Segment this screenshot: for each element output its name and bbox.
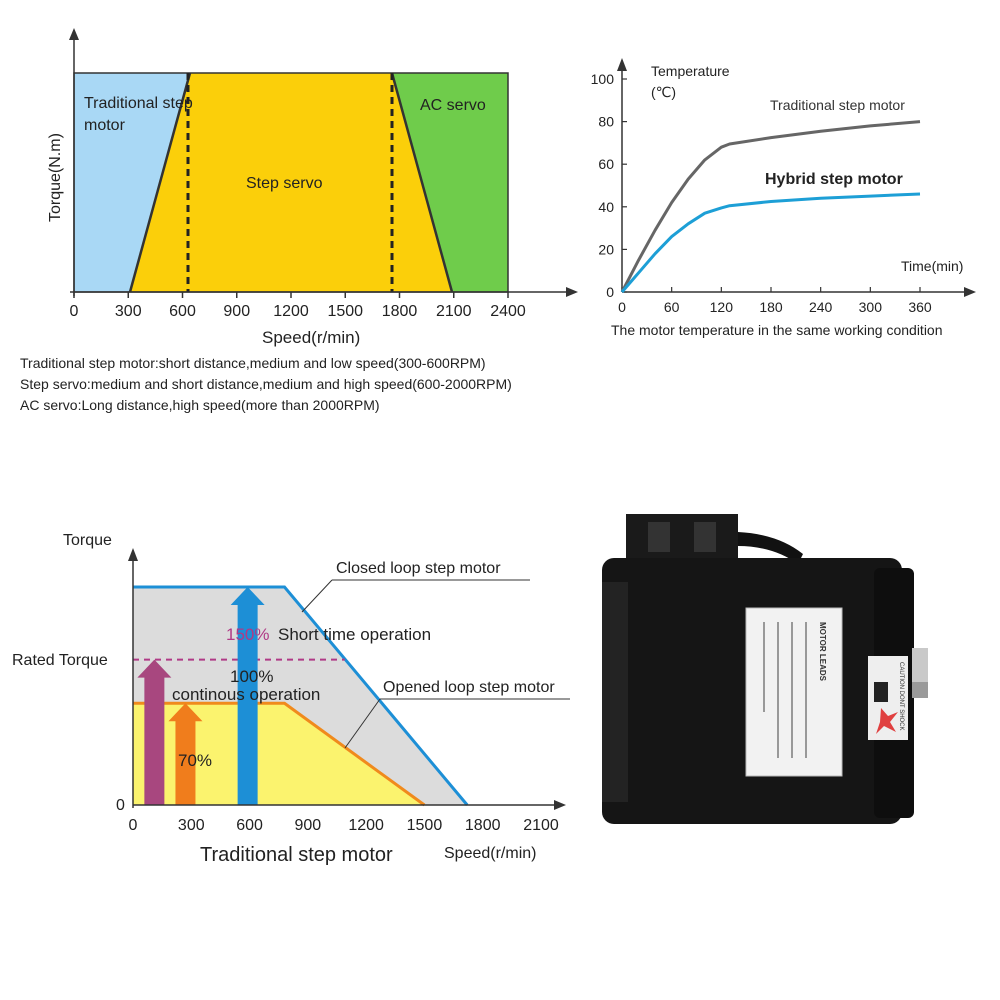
chart-3-xlabel: Speed(r/min) [444, 845, 536, 862]
warning-spark-icon [876, 708, 898, 734]
legend-closed-loop: Closed loop step motor [336, 560, 501, 577]
annotation-short-time: Short time operation [278, 625, 431, 644]
region-opened-loop [133, 703, 425, 805]
connector-slot-2 [694, 522, 716, 552]
ac-boundary [390, 72, 454, 293]
chart-1-x-arrow [566, 287, 578, 297]
chart-3-xtick-label: 600 [236, 817, 263, 834]
chart-3-x-arrow [554, 800, 566, 810]
chart-3-y-arrow [128, 548, 138, 561]
motor-label-lines [763, 622, 807, 758]
chart-3-xtick-label: 2100 [523, 817, 559, 834]
chart-2-series-line-traditional [620, 120, 921, 293]
chart-2-ytick-label: 60 [598, 156, 614, 172]
chart-2-xtick-label: 360 [908, 299, 932, 315]
chart-1-xtick-label: 1200 [273, 303, 309, 320]
line-opened-loop [133, 701, 426, 807]
note-ac-servo: AC servo:Long distance,high speed(more t… [20, 397, 380, 413]
chart-2-xtick-label: 300 [859, 299, 883, 315]
chart-3-ylabel: Torque [63, 532, 112, 549]
annotation-150: 150% [226, 625, 269, 644]
chart-2-caption: The motor temperature in the same workin… [611, 322, 943, 338]
chart-2-ytick-label: 100 [591, 71, 615, 87]
chart-1-ylabel: Torque(N.m) [47, 133, 64, 222]
chart-3-zero-label: 0 [116, 797, 125, 814]
motor-cable [738, 532, 803, 564]
region-label-ac-servo: AC servo [420, 97, 486, 114]
chart-1-xtick-label: 1500 [327, 303, 363, 320]
chart-2-xlabel: Time(min) [901, 258, 963, 274]
region-label-traditional-2: motor [84, 117, 126, 134]
connector-slot-1 [648, 522, 670, 552]
chart-3-xtick-label: 1800 [465, 817, 501, 834]
chart-2-ytick-label: 0 [606, 284, 614, 300]
line-closed-loop [133, 585, 469, 806]
motor-label-heading: MOTOR LEADS [818, 622, 827, 682]
region-ac-servo [392, 73, 508, 292]
motor-side-rib [602, 582, 628, 802]
chart-2-xtick-label: 240 [809, 299, 833, 315]
chart-2-x-arrow [964, 287, 976, 297]
motor-shaft-shadow [912, 682, 928, 698]
chart-3-xtick-label: 300 [178, 817, 205, 834]
legend-opened-loop: Opened loop step motor [383, 679, 555, 696]
arrow-purple [137, 659, 172, 805]
arrow-orange [168, 703, 203, 805]
legend-opened-leader [344, 698, 381, 749]
motor-label [745, 607, 843, 777]
chart-2-series-line-hybrid [620, 192, 921, 293]
chart-3-rated-label: Rated Torque [12, 652, 108, 669]
chart-1-xtick-label: 0 [70, 303, 79, 320]
legend-closed-leader [301, 579, 333, 613]
chart-1-xtick-label: 2400 [490, 303, 526, 320]
chart-2-yunit: (℃) [651, 84, 676, 100]
chart-2-xtick-label: 120 [710, 299, 734, 315]
chart-2-xtick-label: 60 [664, 299, 680, 315]
chart-1-xtick-label: 300 [115, 303, 142, 320]
series-label-traditional: Traditional step motor [770, 97, 905, 113]
chart-2-ytick-label: 80 [598, 114, 614, 130]
region-label-step-servo: Step servo [246, 175, 323, 192]
annotation-continous: continous operation [172, 685, 320, 704]
motor-connector [626, 514, 738, 566]
annotation-70: 70% [178, 751, 212, 770]
chart-2-ylabel: Temperature [651, 63, 730, 79]
chart-2-ytick-label: 40 [598, 199, 614, 215]
chart-1-xlabel: Speed(r/min) [262, 328, 360, 347]
chart-3-xtick-label: 1200 [348, 817, 384, 834]
traditional-boundary [128, 72, 192, 293]
chart-2-y-arrow [617, 58, 627, 71]
region-step-servo [130, 73, 452, 292]
chart-2-xtick-label: 180 [759, 299, 783, 315]
chart-3-xtick-label: 1500 [407, 817, 443, 834]
chart-3-xlabel-main: Traditional step motor [200, 844, 393, 866]
annotation-100: 100% [230, 667, 273, 686]
region-traditional [74, 73, 190, 292]
chart-1-xtick-label: 900 [223, 303, 250, 320]
region-label-traditional-1: Traditional step [84, 95, 193, 112]
arrow-blue [230, 587, 265, 805]
note-step-servo: Step servo:medium and short distance,med… [20, 376, 512, 392]
chart-1-xtick-label: 2100 [436, 303, 472, 320]
chart-2-xtick-label: 0 [618, 299, 626, 315]
caution-icon [874, 682, 888, 702]
chart-1-y-arrow [69, 28, 79, 40]
motor-photo: MOTOR LEADS CAUTION DONT SHOCK [602, 514, 928, 824]
chart-2-ytick-label: 20 [598, 241, 614, 257]
chart-1-xtick-label: 1800 [382, 303, 418, 320]
series-label-hybrid: Hybrid step motor [765, 171, 903, 188]
chart-3-xtick-label: 900 [295, 817, 322, 834]
caution-text: CAUTION DONT SHOCK [898, 662, 904, 731]
chart-3-xtick-label: 0 [129, 817, 138, 834]
chart-1-xtick-label: 600 [169, 303, 196, 320]
note-traditional: Traditional step motor:short distance,me… [20, 355, 486, 371]
chart-1-notes: Traditional step motor:short distance,me… [20, 353, 512, 416]
